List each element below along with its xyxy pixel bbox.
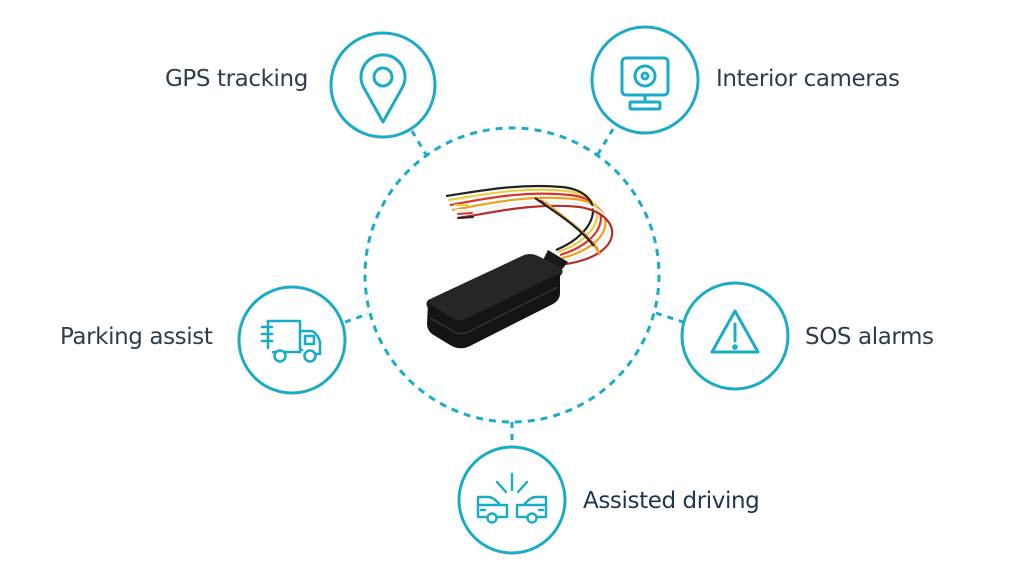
feature-driving-badge xyxy=(457,445,567,555)
delivery-truck-icon xyxy=(260,319,322,363)
feature-cameras-badge xyxy=(590,25,700,135)
feature-label-driving: Assisted driving xyxy=(583,488,760,514)
feature-parking-badge xyxy=(237,285,347,395)
tracker-device-image xyxy=(426,184,614,349)
central-dashed-ring xyxy=(363,126,661,424)
map-pin-icon xyxy=(359,53,407,124)
feature-label-gps: GPS tracking xyxy=(165,66,308,92)
connectors xyxy=(344,128,684,447)
feature-label-parking: Parking assist xyxy=(60,324,213,350)
feature-gps-badge xyxy=(329,31,437,139)
connector-gps xyxy=(410,130,430,159)
warning-triangle-icon xyxy=(710,309,760,354)
connector-cameras xyxy=(596,128,615,155)
feature-label-cameras: Interior cameras xyxy=(716,66,900,92)
connector-parking xyxy=(344,312,369,324)
feature-label-sos: SOS alarms xyxy=(805,324,934,350)
webcam-icon xyxy=(620,56,670,111)
connector-sos xyxy=(655,311,684,324)
feature-sos-badge xyxy=(680,281,790,391)
car-collision-icon xyxy=(476,472,548,524)
